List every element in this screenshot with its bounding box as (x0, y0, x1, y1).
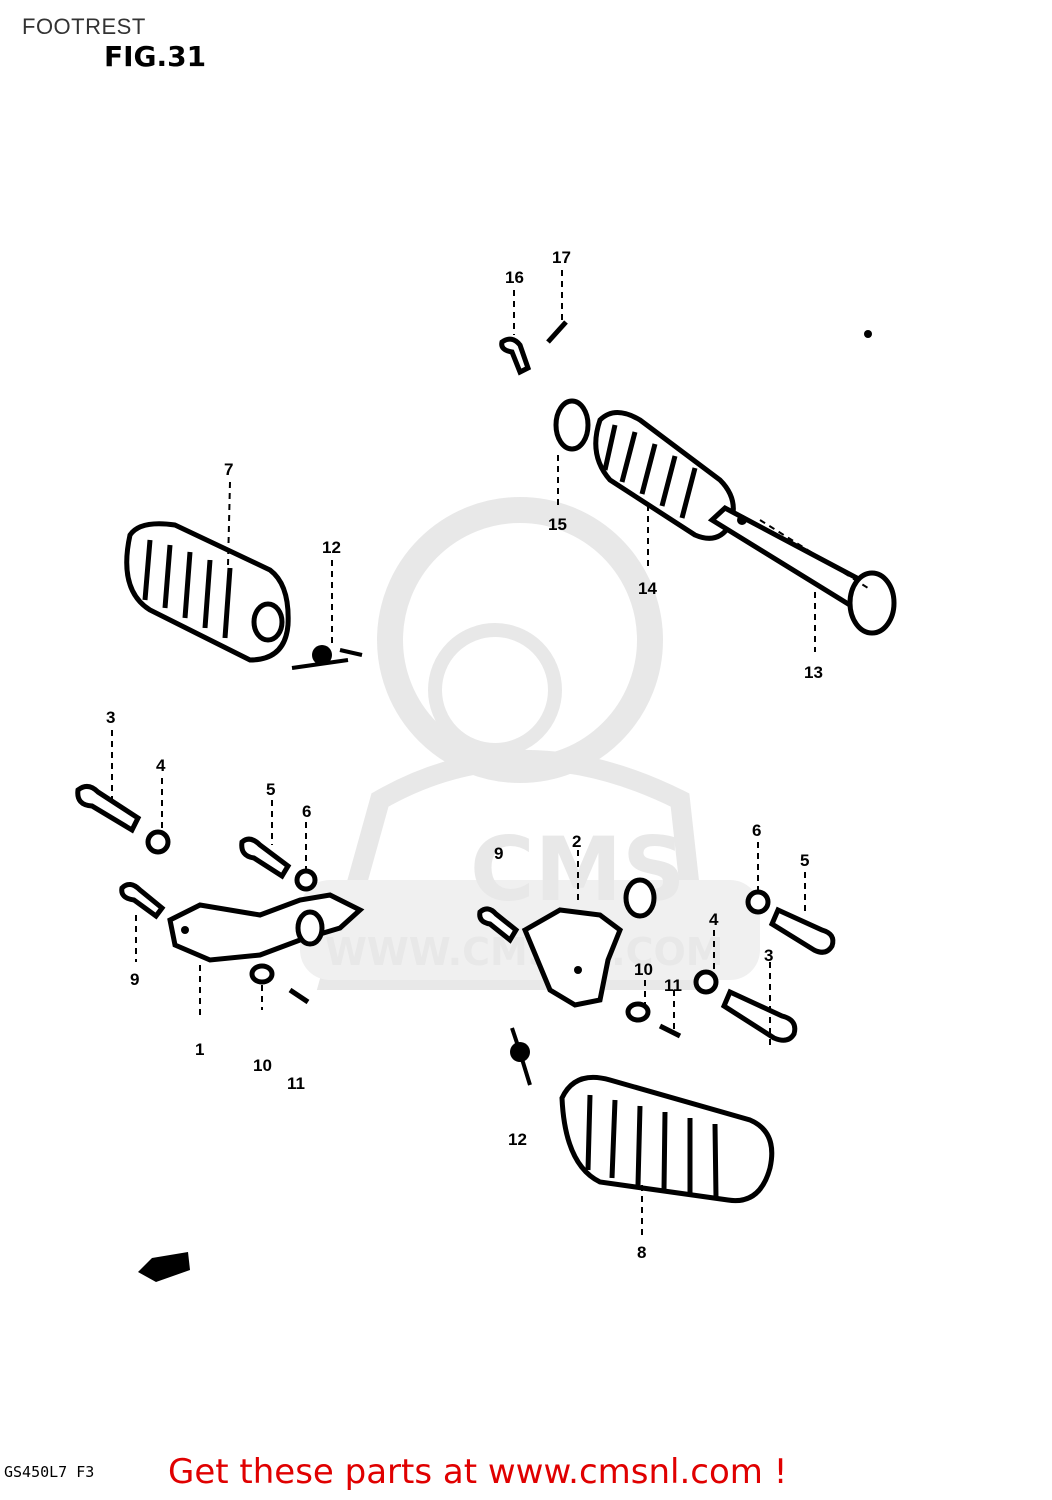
callout-9: 9 (130, 970, 139, 989)
callout-14: 14 (638, 579, 657, 598)
cotter-pin-part-17 (546, 320, 568, 344)
callout-17: 17 (552, 248, 571, 267)
callout-5-right: 5 (800, 851, 809, 870)
washer-right-part-4 (693, 969, 719, 995)
washer-left-part-6 (294, 868, 318, 892)
callout-12-right: 12 (508, 1130, 527, 1149)
callout-5: 5 (266, 780, 275, 799)
callout-3-right: 3 (764, 946, 773, 965)
callout-10-right: 10 (634, 960, 653, 979)
leader-lines (111, 270, 869, 1240)
get-parts-link[interactable]: Get these parts at www.cmsnl.com ! (168, 1452, 788, 1492)
callout-9-right: 9 (494, 844, 503, 863)
figure-label: FIG.31 (104, 40, 206, 73)
callout-10: 10 (253, 1056, 272, 1075)
callout-11: 11 (287, 1074, 305, 1093)
bolt-right-part-3 (720, 988, 798, 1043)
footrest-rubber-right-bottom (559, 1074, 775, 1204)
dot-mark (864, 330, 872, 338)
cotter-right-part-11 (658, 1023, 682, 1039)
washer-left-part-10 (249, 963, 275, 985)
pin-part-16 (499, 336, 532, 376)
bolt-left-part-5 (239, 836, 292, 880)
cotter-left-part-11 (288, 987, 310, 1005)
bolt-right-part-5 (768, 906, 836, 955)
watermark-logo: CMS WWW.CMSNL.COM (300, 497, 760, 990)
spring-left (291, 645, 363, 670)
callout-8: 8 (637, 1243, 646, 1262)
callout-2: 2 (572, 832, 581, 851)
spring-right (510, 1027, 532, 1086)
washer-part-15 (553, 398, 591, 452)
pin-left-part-9 (119, 882, 166, 920)
callout-labels: 7 12 16 17 15 14 13 3 4 5 6 9 1 10 11 9 … (106, 248, 823, 1262)
watermark-url: WWW.CMSNL.COM (325, 930, 724, 974)
callout-16: 16 (505, 268, 524, 287)
callout-6: 6 (302, 802, 311, 821)
callout-11-right: 11 (664, 976, 682, 995)
washer-right-part-10 (625, 1001, 651, 1023)
footrest-shaft (707, 504, 897, 636)
model-code: GS450L7 F3 (4, 1463, 94, 1481)
washer-left-part-4 (145, 829, 171, 855)
front-arrow-icon (138, 1252, 190, 1282)
washer-right-part-6 (745, 889, 771, 915)
callout-15: 15 (548, 515, 567, 534)
footrest-bracket-left (167, 892, 365, 963)
footrest-rubber-left (124, 521, 291, 663)
page-title: FOOTREST (22, 14, 146, 39)
callout-12: 12 (322, 538, 341, 557)
callout-6-right: 6 (752, 821, 761, 840)
bolt-left-part-3 (75, 784, 142, 834)
callout-4: 4 (156, 756, 166, 775)
callout-4-right: 4 (709, 910, 719, 929)
footrest-bracket-right (521, 877, 657, 1008)
pin-right-part-9 (477, 906, 520, 944)
callout-7: 7 (224, 460, 233, 479)
callout-1: 1 (195, 1040, 204, 1059)
callout-3: 3 (106, 708, 115, 727)
callout-13: 13 (804, 663, 823, 682)
